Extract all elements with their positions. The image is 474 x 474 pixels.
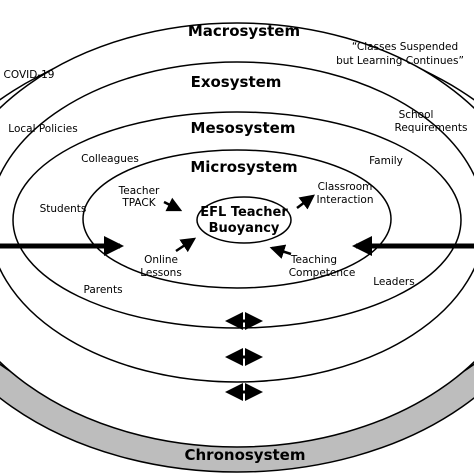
- mesosystem-label: Mesosystem: [191, 119, 296, 137]
- arrow-tpack-core: [163, 197, 183, 212]
- school-requirements-line-1: School: [399, 109, 434, 121]
- colleagues-label: Colleagues: [81, 153, 139, 165]
- teaching-competence-line-2: Competence: [289, 267, 356, 279]
- core-line-1: EFL Teacher: [200, 205, 288, 220]
- covid-label: COVID-19: [4, 69, 55, 81]
- quote-line-1: “Classes Suspended: [352, 41, 458, 53]
- exosystem-label: Exosystem: [191, 73, 282, 91]
- classroom-interaction-line-2: Interaction: [317, 194, 374, 206]
- arrow-online-core: [175, 237, 197, 253]
- core-line-2: Buoyancy: [209, 221, 280, 236]
- macrosystem-label: Macrosystem: [188, 22, 300, 40]
- microsystem-label: Microsystem: [190, 158, 297, 176]
- family-label: Family: [369, 155, 403, 167]
- parents-label: Parents: [83, 284, 122, 296]
- students-label: Students: [40, 203, 87, 215]
- online-lessons-line-1: Online: [144, 254, 178, 266]
- arrow-teaching-core: [269, 244, 292, 259]
- core-ellipse: [196, 196, 292, 244]
- teacher-tpack-line-2: TPACK: [121, 197, 156, 209]
- school-requirements-line-2: Requirements: [395, 122, 468, 134]
- local-policies-label: Local Policies: [8, 123, 77, 135]
- classroom-interaction-line-1: Classroom: [318, 181, 373, 193]
- teacher-tpack-line-1: Teacher: [118, 185, 160, 197]
- teaching-competence-line-1: Teaching: [290, 254, 337, 266]
- leaders-label: Leaders: [373, 276, 414, 288]
- chronosystem-label: Chronosystem: [185, 446, 306, 464]
- arrow-classroom-core: [296, 194, 315, 210]
- quote-line-2: but Learning Continues”: [336, 55, 464, 67]
- online-lessons-line-2: Lessons: [140, 267, 182, 279]
